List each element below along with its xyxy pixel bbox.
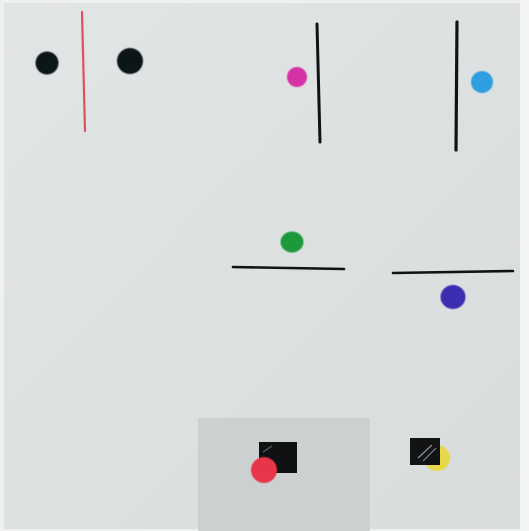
black-dot-right [117,48,143,74]
blue-dot [471,71,493,93]
shadow-region [198,418,370,531]
black-dot-left [36,52,59,75]
purple-dot [441,285,466,309]
right-edge-strip [520,0,529,531]
red-dot-bottom [251,457,277,483]
magenta-dot [287,67,307,87]
black-vertical-line-right [456,22,457,150]
green-dot [281,232,304,253]
